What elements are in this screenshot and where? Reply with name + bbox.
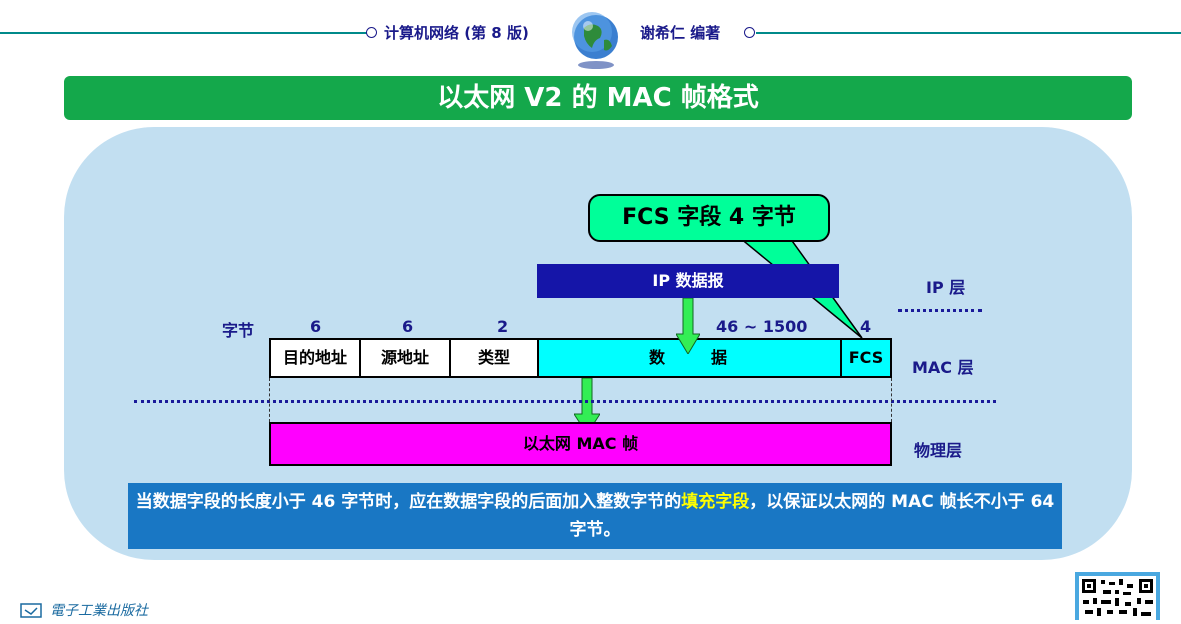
bytes-label: 字节: [222, 321, 255, 340]
note-text-1: 当数据字段的长度小于 46 字节时，应在数据字段的后面加入整数字节的: [135, 492, 682, 512]
field-data-label-1: 数: [649, 348, 666, 367]
mac-layer-label: MAC 层: [912, 358, 974, 377]
author: 谢希仁 编著: [640, 24, 721, 42]
ip-datagram-box: IP 数据报: [537, 264, 839, 298]
header-dot-right: [744, 27, 755, 38]
field-dest-addr-label: 目的地址: [282, 348, 347, 367]
header-line-right: [756, 32, 1181, 34]
field-src-addr-label: 源地址: [380, 348, 429, 367]
ip-layer-label: IP 层: [926, 278, 966, 297]
byte-count-fcs: 4: [860, 317, 872, 336]
byte-count-type: 2: [497, 317, 509, 336]
layer-boundary-dotted: [134, 400, 996, 403]
globe-icon: [570, 10, 622, 70]
frame-left-edge-dash: [269, 378, 270, 422]
field-dest-addr: 目的地址: [269, 338, 361, 378]
ip-layer-dotted: [898, 309, 982, 312]
header-dot-left: [366, 27, 377, 38]
slide-title: 以太网 V2 的 MAC 帧格式: [64, 76, 1132, 120]
physical-layer-label: 物理层: [914, 441, 963, 460]
mac-frame-label: 以太网 MAC 帧: [522, 434, 639, 453]
field-data-label-2: 据: [711, 348, 728, 367]
field-fcs: FCS: [840, 338, 892, 378]
ip-datagram-label: IP 数据报: [652, 271, 724, 290]
field-src-addr: 源地址: [359, 338, 451, 378]
byte-count-data: 46 ~ 1500: [716, 317, 808, 336]
publisher-name: 電子工業出版社: [50, 603, 148, 619]
qr-code-icon: [1075, 572, 1160, 620]
header-line-left: [0, 32, 368, 34]
byte-count-src: 6: [402, 317, 414, 336]
field-type: 类型: [449, 338, 539, 378]
field-fcs-label: FCS: [848, 348, 884, 367]
publisher-logo-icon: [20, 602, 44, 618]
fcs-callout: FCS 字段 4 字节: [588, 194, 830, 242]
field-type-label: 类型: [477, 348, 510, 367]
note-text-2: ，以保证以太网的 MAC 帧长不小于 64 字节。: [569, 492, 1055, 540]
padding-note: 当数据字段的长度小于 46 字节时，应在数据字段的后面加入整数字节的填充字段，以…: [128, 483, 1062, 549]
fcs-callout-text: FCS 字段 4 字节: [622, 205, 796, 230]
note-highlight: 填充字段: [681, 492, 750, 512]
book-title: 计算机网络 (第 8 版): [384, 24, 529, 42]
frame-right-edge-dash: [891, 378, 892, 422]
mac-frame-bar: 以太网 MAC 帧: [269, 422, 892, 466]
byte-count-dest: 6: [310, 317, 322, 336]
arrow-ip-to-data: [676, 298, 700, 354]
